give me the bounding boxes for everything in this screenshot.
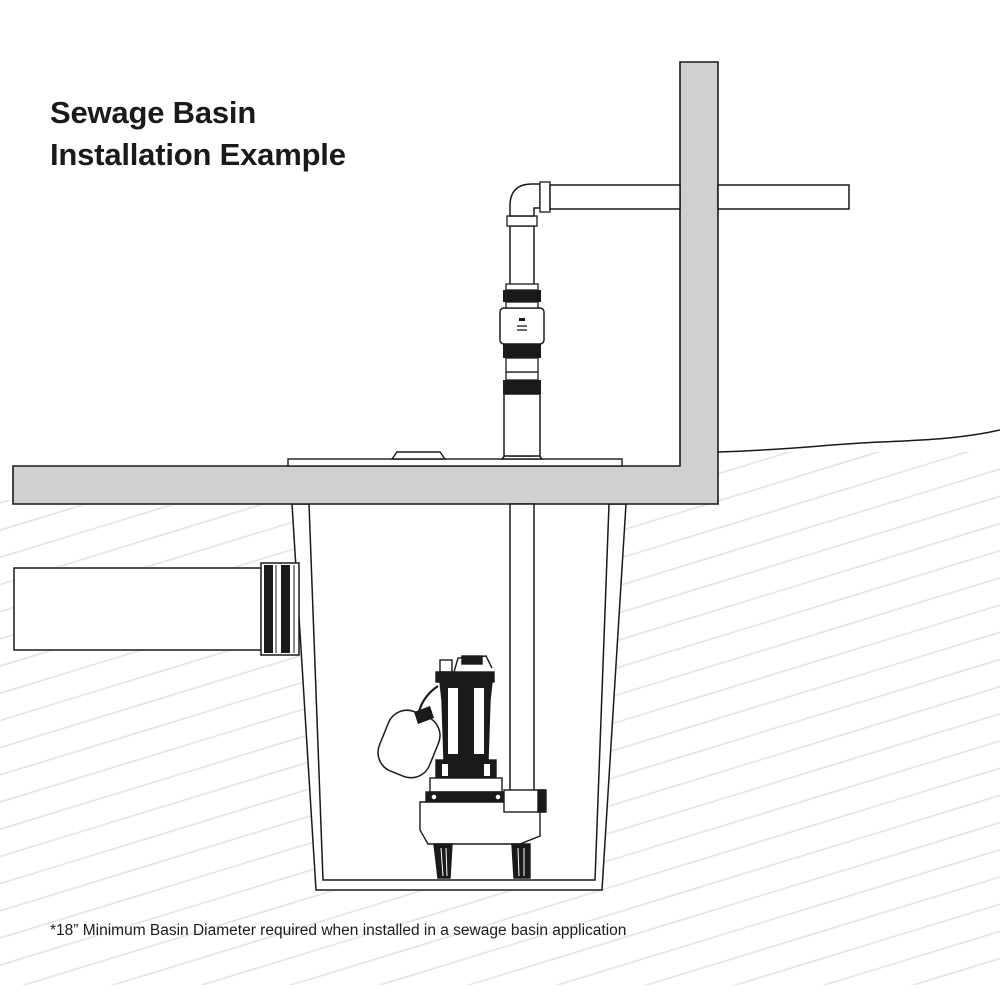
float-switch: [377, 685, 441, 779]
sewage-pump: [419, 655, 547, 879]
ground-line: [717, 429, 1000, 453]
footnote: *18” Minimum Basin Diameter required whe…: [50, 922, 627, 939]
diagram-title: Sewage Basin Installation Example: [50, 92, 346, 176]
discharge-pipe-horizontal: [549, 184, 850, 210]
discharge-pipe-vertical: [499, 215, 545, 457]
basin-lid: [287, 451, 623, 467]
inlet-pipe: [13, 562, 300, 656]
discharge-elbow: [509, 181, 551, 217]
discharge-pipe-inner: [509, 503, 535, 797]
title-line-1: Sewage Basin: [50, 95, 257, 130]
concrete-structure: [12, 61, 719, 505]
title-line-2: Installation Example: [50, 137, 346, 172]
